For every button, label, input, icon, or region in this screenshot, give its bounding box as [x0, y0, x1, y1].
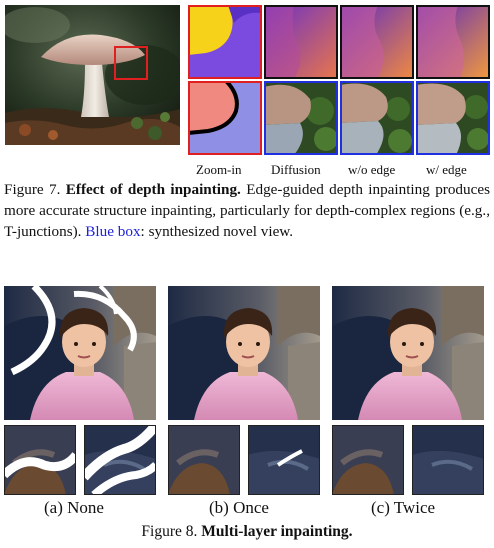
- caption-prefix: Figure 8.: [141, 523, 198, 540]
- caption-bold: Multi-layer inpainting.: [201, 523, 353, 540]
- tile-label-wo-edge: w/o edge: [348, 162, 396, 177]
- depth-wo-edge-tile: [340, 5, 414, 79]
- tile-label-zoom-in: Zoom-in: [196, 162, 242, 177]
- figure-7: [0, 0, 494, 160]
- caption-blue-box: Blue box: [85, 223, 141, 240]
- crop-none-right: [84, 425, 156, 495]
- depth-w-edge-tile: [416, 5, 490, 79]
- novel-view-w-edge-tile: [416, 81, 490, 155]
- caption-bold: Effect of depth inpainting.: [65, 181, 241, 198]
- mushroom-photo: [5, 5, 180, 145]
- crop-twice-left: [332, 425, 404, 495]
- sub-label-twice: (c) Twice: [371, 498, 436, 517]
- caption-text: Edge-guided depth inpainting produces mo…: [4, 181, 491, 240]
- tile-label-diffusion: Diffusion: [271, 162, 321, 177]
- novel-view-diffusion-tile: [264, 81, 338, 155]
- edge-zoom-in-tile: [188, 81, 262, 155]
- tile-label-w-edge: w/ edge: [426, 162, 467, 177]
- figure-7-caption: Figure 7. Effect of depth inpainting. Ed…: [4, 179, 490, 242]
- boy-photo-none: [4, 286, 156, 420]
- crop-once-left: [168, 425, 240, 495]
- sub-label-none: (a) None: [44, 498, 104, 517]
- depth-diffusion-tile: [264, 5, 338, 79]
- crop-once-right: [248, 425, 320, 495]
- figure-8-sub-labels: (a) None (b) Once (c) Twice: [0, 498, 494, 520]
- crop-none-left: [4, 425, 76, 495]
- caption-tail: : synthesized novel view.: [140, 223, 294, 240]
- sub-label-once: (b) Once: [209, 498, 269, 517]
- depth-zoom-in-tile: [188, 5, 262, 79]
- caption-prefix: Figure 7.: [4, 181, 61, 198]
- figure-8-caption: Figure 8. Multi-layer inpainting.: [0, 523, 494, 541]
- figure-7-tile-labels: Zoom-in Diffusion w/o edge w/ edge: [192, 162, 492, 180]
- boy-photo-once: [168, 286, 320, 420]
- crop-twice-right: [412, 425, 484, 495]
- novel-view-wo-edge-tile: [340, 81, 414, 155]
- boy-photo-twice: [332, 286, 484, 420]
